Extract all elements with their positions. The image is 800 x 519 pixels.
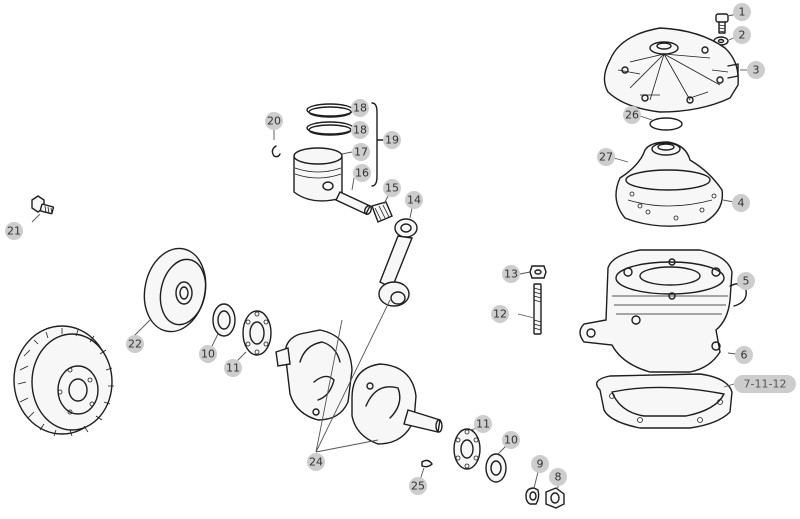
svg-text:17: 17 <box>354 146 368 159</box>
crank-washer <box>525 487 540 505</box>
crank-bearing-left <box>242 310 272 356</box>
callout-11-right: 11 <box>474 415 492 433</box>
svg-text:21: 21 <box>7 225 21 238</box>
svg-text:16: 16 <box>355 167 369 180</box>
callout-7-11-12: 7-11-12 <box>734 375 796 393</box>
callout-1: 1 <box>733 3 751 21</box>
svg-text:6: 6 <box>741 349 748 362</box>
callout-20: 20 <box>265 112 283 130</box>
callout-2: 2 <box>733 26 751 44</box>
crank-nut <box>545 487 565 509</box>
callout-13: 13 <box>502 265 520 283</box>
callout-6: 6 <box>735 346 753 364</box>
callout-16: 16 <box>353 164 371 182</box>
callout-22: 22 <box>126 335 144 353</box>
cylinder-nut <box>529 265 547 279</box>
svg-text:1: 1 <box>739 6 746 19</box>
clutch-basket <box>13 325 114 437</box>
callout-24: 24 <box>307 453 325 471</box>
svg-text:2: 2 <box>739 29 746 42</box>
svg-text:4: 4 <box>738 197 745 210</box>
piston-clip <box>271 145 281 158</box>
cylinder-base-gasket <box>596 373 733 429</box>
needle-bearing <box>371 201 393 223</box>
svg-text:24: 24 <box>309 456 323 469</box>
svg-text:27: 27 <box>599 151 613 164</box>
svg-text:19: 19 <box>385 134 399 147</box>
head-cover-bell <box>615 141 724 227</box>
crank-seal-left <box>212 303 236 337</box>
callout-3: 3 <box>747 61 765 79</box>
svg-text:10: 10 <box>201 348 215 361</box>
crank-seal-right <box>485 453 507 483</box>
cylinder-stud <box>533 283 542 335</box>
piston-pin <box>335 191 373 215</box>
svg-text:22: 22 <box>128 338 142 351</box>
callout-9: 9 <box>531 455 549 473</box>
callout-14: 14 <box>405 191 423 209</box>
cylinder <box>579 249 747 373</box>
woodruff-key <box>421 459 433 468</box>
svg-text:18: 18 <box>353 124 367 137</box>
callout-12: 12 <box>491 305 509 323</box>
flywheel <box>143 247 207 333</box>
svg-text:25: 25 <box>411 480 425 493</box>
crank-half-right <box>351 363 443 445</box>
svg-text:11: 11 <box>476 418 490 431</box>
callout-15: 15 <box>383 179 401 197</box>
callout-18-top: 18 <box>351 99 369 117</box>
svg-text:26: 26 <box>625 109 639 122</box>
callout-19: 19 <box>383 131 401 149</box>
svg-text:13: 13 <box>504 268 518 281</box>
svg-text:14: 14 <box>407 194 421 207</box>
cylinder-head <box>603 27 739 113</box>
svg-text:7-11-12: 7-11-12 <box>744 378 787 391</box>
callout-25: 25 <box>409 477 427 495</box>
crank-half-left <box>275 329 353 421</box>
piston-assembly-bracket <box>371 102 384 187</box>
svg-text:3: 3 <box>753 64 760 77</box>
svg-text:18: 18 <box>353 102 367 115</box>
svg-text:12: 12 <box>493 308 507 321</box>
callout-21: 21 <box>5 222 23 240</box>
crank-bearing-right <box>453 428 481 470</box>
callout-5: 5 <box>737 272 755 290</box>
connecting-rod <box>378 218 418 307</box>
svg-text:11: 11 <box>226 362 240 375</box>
svg-text:5: 5 <box>743 275 750 288</box>
head-bolt <box>715 13 729 34</box>
callout-17: 17 <box>352 143 370 161</box>
banjo-bolt <box>31 195 55 215</box>
svg-text:10: 10 <box>504 434 518 447</box>
piston-rings <box>306 103 354 136</box>
callout-26: 26 <box>623 106 641 124</box>
svg-text:20: 20 <box>267 115 281 128</box>
svg-text:9: 9 <box>537 458 544 471</box>
callout-8: 8 <box>549 468 567 486</box>
head-oring <box>649 117 683 131</box>
callout-4: 4 <box>732 194 750 212</box>
piston <box>293 147 343 202</box>
callout-11-left: 11 <box>224 359 242 377</box>
callout-10-right: 10 <box>502 431 520 449</box>
callout-18-bottom: 18 <box>351 121 369 139</box>
svg-text:8: 8 <box>555 471 562 484</box>
callout-27: 27 <box>597 148 615 166</box>
svg-text:15: 15 <box>385 182 399 195</box>
callout-10-left: 10 <box>199 345 217 363</box>
